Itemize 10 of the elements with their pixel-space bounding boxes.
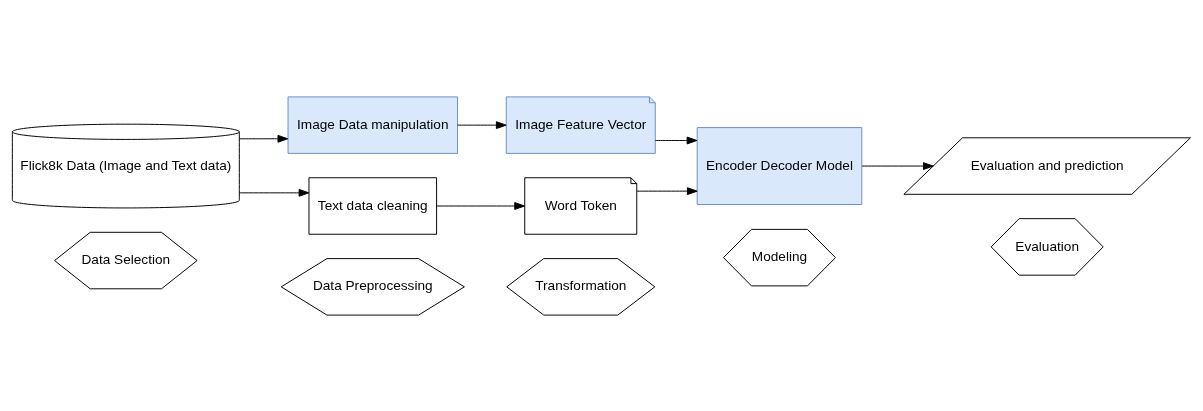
arrow <box>654 136 698 144</box>
arrow <box>239 188 310 197</box>
arrow <box>239 134 289 143</box>
arrow <box>636 186 698 195</box>
node-box: Encoder Decoder Model <box>696 126 863 205</box>
node-box: Image Data manipulation <box>287 95 458 154</box>
arrow <box>457 120 507 129</box>
arrow <box>861 161 934 170</box>
node-box: Text data cleaning <box>308 176 438 235</box>
arrow <box>436 201 525 210</box>
